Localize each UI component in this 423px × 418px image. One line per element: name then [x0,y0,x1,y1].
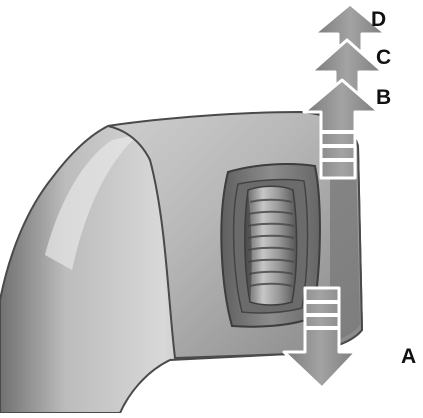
thumbwheel [245,186,297,305]
label-c: C [376,47,391,68]
thumbwheel-body [245,186,297,305]
label-b: B [376,87,391,108]
label-a: A [401,346,416,367]
label-d: D [371,9,386,30]
